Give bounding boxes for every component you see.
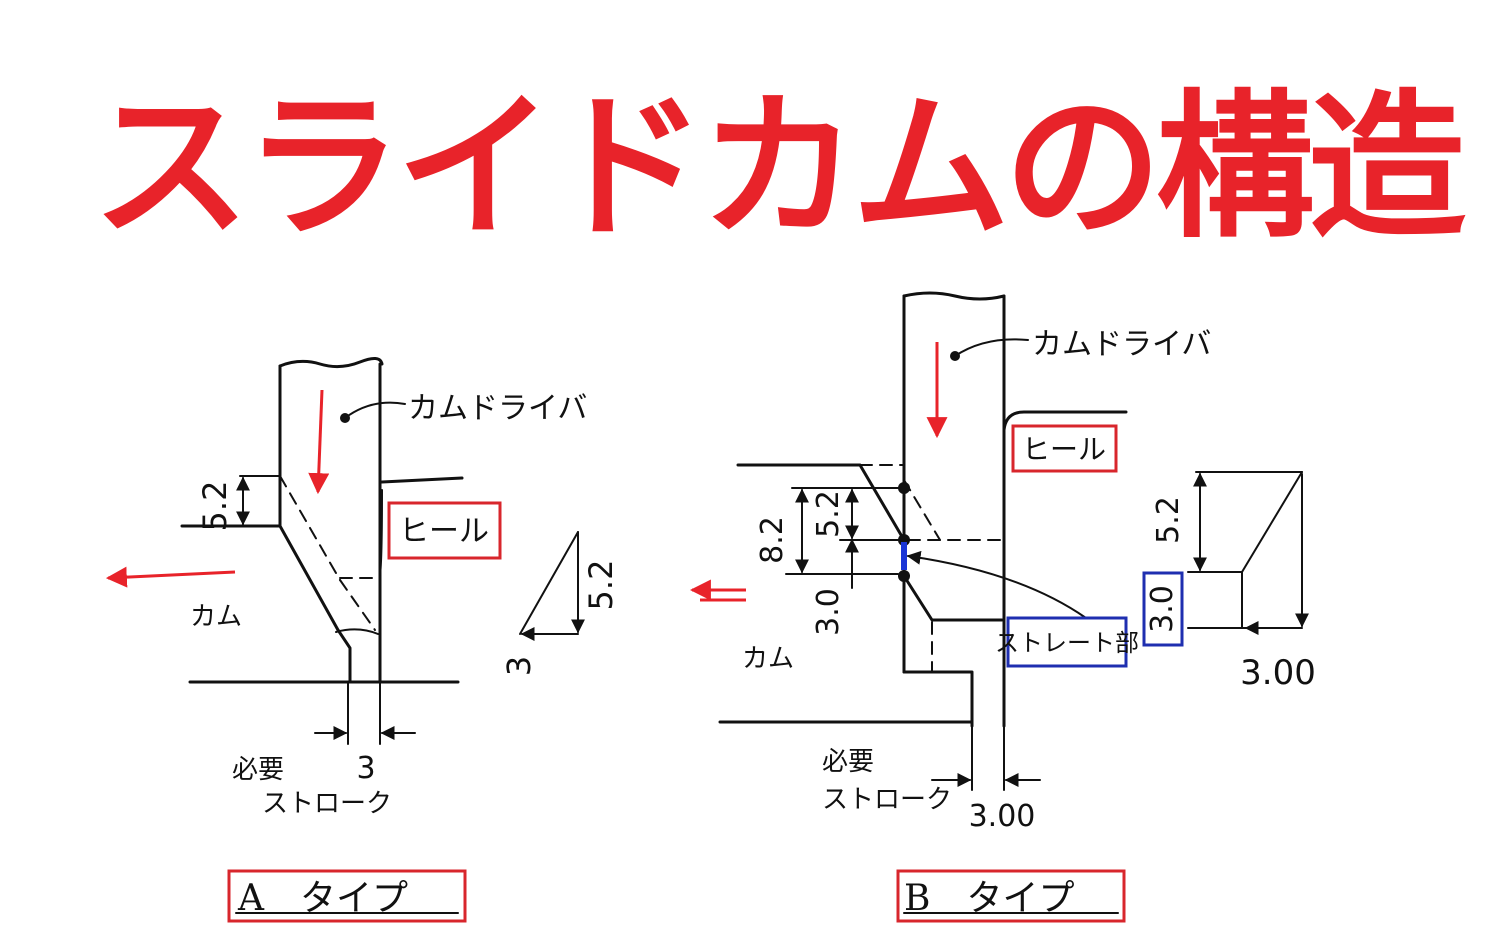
type-a-diagram: カムドライバ ヒール カム 5.2 5.2 3 3 必要 ストローク A タイプ <box>105 357 620 923</box>
type-b-side-straight-box <box>1142 571 1184 647</box>
type-a-stroke-label-1: 必要 <box>232 755 284 785</box>
type-b-label: B タイプ <box>904 878 1074 919</box>
type-a-driver-direction-arrow <box>308 389 330 495</box>
type-a-heel-box <box>387 501 502 560</box>
type-a-cam-body <box>180 476 464 684</box>
type-a-triangle-horizontal-dim: 3 <box>500 656 538 676</box>
type-b-cam-body <box>718 463 1004 724</box>
type-b-stroke-profile: 5.2 3.0 3.00 <box>1142 471 1316 693</box>
type-b-straight-box <box>1006 616 1128 668</box>
type-a-heel-label: ヒール <box>399 514 489 549</box>
type-b-cam-label: カム <box>742 644 794 674</box>
type-a-stroke-dimension: 3 <box>356 751 375 786</box>
type-a-stroke-label-2: ストローク <box>262 789 392 819</box>
type-b-stroke-label-1: 必要 <box>822 747 874 777</box>
type-a-cam-driver <box>278 357 384 684</box>
type-a-driver-leader <box>344 401 406 419</box>
type-a-triangle-vertical-dim: 5.2 <box>582 560 620 611</box>
type-b-diagram: カムドライバ ヒール ストレート部 カム 8.2 5.2 3.0 5.2 <box>689 291 1316 923</box>
type-b-driver-label: カムドライバ <box>1032 327 1211 362</box>
type-b-heel-label: ヒール <box>1022 433 1106 466</box>
type-a-label: A タイプ <box>237 878 408 919</box>
page-title: スライドカムの構造 <box>92 76 1466 260</box>
type-a-stroke-triangle: 5.2 3 <box>500 531 620 676</box>
type-a-label-box <box>227 869 467 923</box>
type-a-driver-label: カムドライバ <box>408 391 587 426</box>
type-a-heel-dimension: 5.2 <box>196 481 234 532</box>
type-b-straight-label: ストレート部 <box>995 629 1139 657</box>
type-b-stroke-label-2: ストローク <box>822 785 952 815</box>
type-a-cam-label: カム <box>190 602 242 632</box>
type-b-side-straight-dim: 3.0 <box>1145 585 1180 633</box>
type-b-lower-dimension: 3.0 <box>811 588 846 636</box>
type-b-side-horizontal-dim: 3.00 <box>1240 653 1316 693</box>
type-a-cam-direction-arrow <box>105 566 236 588</box>
type-b-heel-box <box>1011 424 1118 473</box>
type-b-side-vertical-dim: 5.2 <box>1151 496 1186 544</box>
type-b-total-dimension: 8.2 <box>755 516 790 564</box>
type-b-upper-dimension: 5.2 <box>811 490 846 538</box>
type-b-stroke-dimension: 3.00 <box>969 799 1036 834</box>
type-b-label-box <box>896 869 1126 923</box>
type-b-driver-leader <box>954 338 1029 357</box>
